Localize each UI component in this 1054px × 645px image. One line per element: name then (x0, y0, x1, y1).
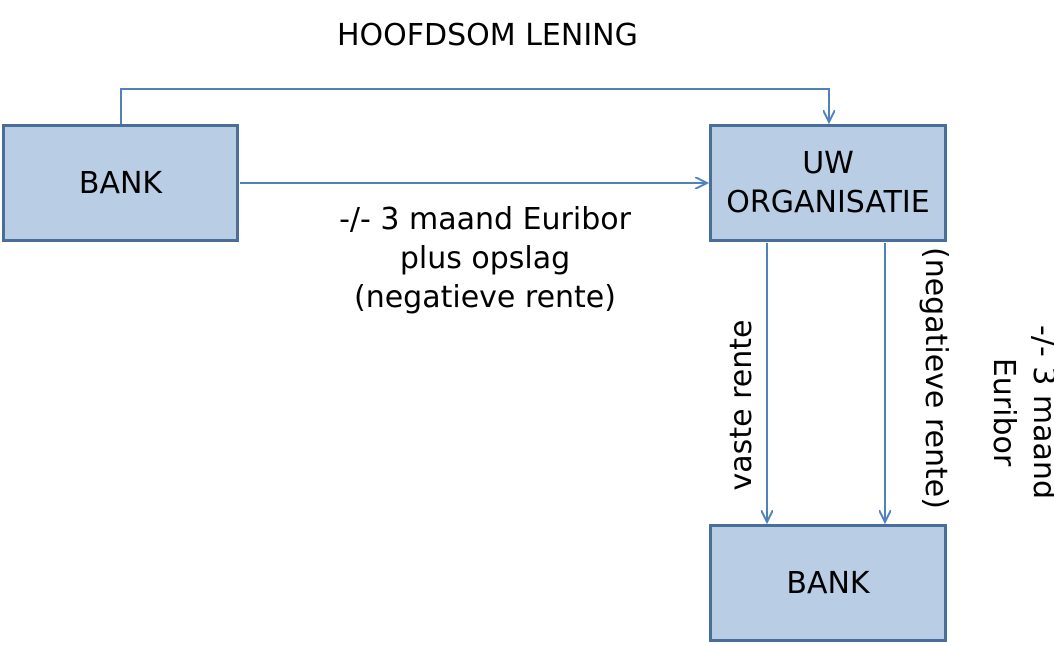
node-organisation-line2: ORGANISATIE (726, 185, 930, 220)
node-bank-bottom-label: BANK (786, 565, 870, 601)
edge-label-euribor-line3: (negatieve rente) (354, 280, 616, 315)
edge-label-euribor-down-line1: -/- 3 maand (1026, 325, 1054, 499)
node-bank-bottom: BANK (709, 524, 947, 642)
node-organisation-line1: UW (802, 146, 854, 181)
arrow-hoofdsom (120, 88, 829, 124)
node-bank-top-label: BANK (78, 165, 163, 201)
edge-label-negatieve-rente: (negatieve rente) (918, 247, 953, 509)
node-organisation: UW ORGANISATIE (709, 124, 947, 242)
node-bank-top: BANK (2, 124, 239, 242)
title-hoofdsom-lening: HOOFDSOM LENING (337, 18, 638, 53)
edge-label-euribor-down: -/- 3 maand Euribor (983, 262, 1054, 562)
edge-label-euribor-to-org: -/- 3 maand Euribor plus opslag (negatie… (320, 200, 650, 317)
edge-label-euribor-down-line2: Euribor (986, 357, 1021, 467)
edge-label-euribor-line1: -/- 3 maand Euribor (339, 202, 631, 237)
edge-label-euribor-line2: plus opslag (399, 241, 571, 276)
edge-label-vaste-rente: vaste rente (724, 319, 759, 491)
